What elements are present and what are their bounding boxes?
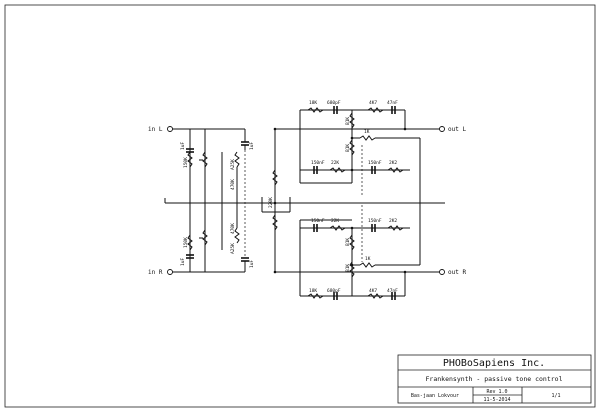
out-l-jack[interactable] bbox=[439, 126, 445, 132]
bot-r5-label: 2K2 bbox=[389, 218, 397, 224]
cap-in-r-label: 1uF bbox=[180, 258, 186, 266]
pot-in-r-res-label: 470K bbox=[230, 223, 236, 234]
top-r3-label: 1K bbox=[364, 129, 370, 135]
cap-l1-label: 1uF bbox=[249, 142, 255, 150]
in-l-jack[interactable] bbox=[167, 126, 173, 132]
mid-pot-label: 220K bbox=[268, 197, 274, 208]
cap-in-l-label: 1uF bbox=[180, 142, 186, 150]
bot-pot-label: B1K bbox=[345, 238, 351, 246]
sheet-border bbox=[4, 4, 596, 408]
top-c1-label: 680pF bbox=[327, 100, 341, 106]
bot-r1-label: 18K bbox=[309, 288, 317, 294]
top-tone-network: 18K 680pF 4K7 47nF B1K B1K 1K 150nF 22K bbox=[275, 100, 440, 265]
title-block: PHOBoSapiens Inc. Frankensynth - passive… bbox=[397, 354, 592, 404]
pot-in-l-res-label: 470K bbox=[230, 179, 236, 190]
center-section: 220K bbox=[261, 127, 291, 274]
top-c2-label: 47nF bbox=[387, 100, 398, 106]
res-in-r-label: 150K bbox=[183, 237, 189, 248]
in-l-label: in L bbox=[148, 126, 163, 133]
bot-c3-label: 150nF bbox=[311, 218, 325, 224]
top-pot-label: B1K bbox=[345, 117, 351, 125]
bot-r4-label: 22K bbox=[331, 218, 339, 224]
top-c3-label: 150nF bbox=[311, 160, 325, 166]
drawing-title: Frankensynth - passive tone control bbox=[426, 375, 563, 383]
bot-c2-label: 47nF bbox=[387, 288, 398, 294]
pot-in-l-label: A25K bbox=[230, 159, 236, 170]
top-pot2-label: B1K bbox=[345, 144, 351, 152]
in-r-jack[interactable] bbox=[167, 269, 173, 275]
top-r5-label: 2K2 bbox=[389, 160, 397, 166]
revision: Rev 1.0 bbox=[486, 389, 507, 395]
left-input-section: in L in R 1uF 1uF 150K 150K A25K 470K 47… bbox=[148, 126, 445, 276]
out-r-label: out R bbox=[448, 269, 466, 276]
bot-r3-label: 1K bbox=[365, 256, 371, 262]
cap-r1-label: 1uF bbox=[249, 260, 255, 268]
drawing-date: 11-5-2014 bbox=[483, 397, 510, 403]
bot-pot2-label: B1K bbox=[345, 264, 351, 272]
sheet-number: 1/1 bbox=[551, 393, 560, 399]
designer-name: Bas-jaan Lokvour bbox=[411, 393, 459, 399]
in-r-label: in R bbox=[148, 269, 163, 276]
out-r-jack[interactable] bbox=[439, 269, 445, 275]
bottom-tone-network: 150nF 22K 150nF 2K2 B1K B1K 1K 18K 680pF… bbox=[275, 205, 440, 300]
bot-c4-label: 150nF bbox=[368, 218, 382, 224]
company-name: PHOBoSapiens Inc. bbox=[443, 358, 545, 369]
pot-in-r-label: A25K bbox=[230, 243, 236, 254]
top-r1-label: 18K bbox=[309, 100, 317, 106]
top-c4-label: 150nF bbox=[368, 160, 382, 166]
top-r2-label: 4K7 bbox=[369, 100, 377, 106]
res-in-l-label: 150K bbox=[183, 157, 189, 168]
out-l-label: out L bbox=[448, 126, 466, 133]
top-r4-label: 22K bbox=[331, 160, 339, 166]
bot-r2-label: 4K7 bbox=[369, 288, 377, 294]
bot-c1-label: 680pF bbox=[327, 288, 341, 294]
